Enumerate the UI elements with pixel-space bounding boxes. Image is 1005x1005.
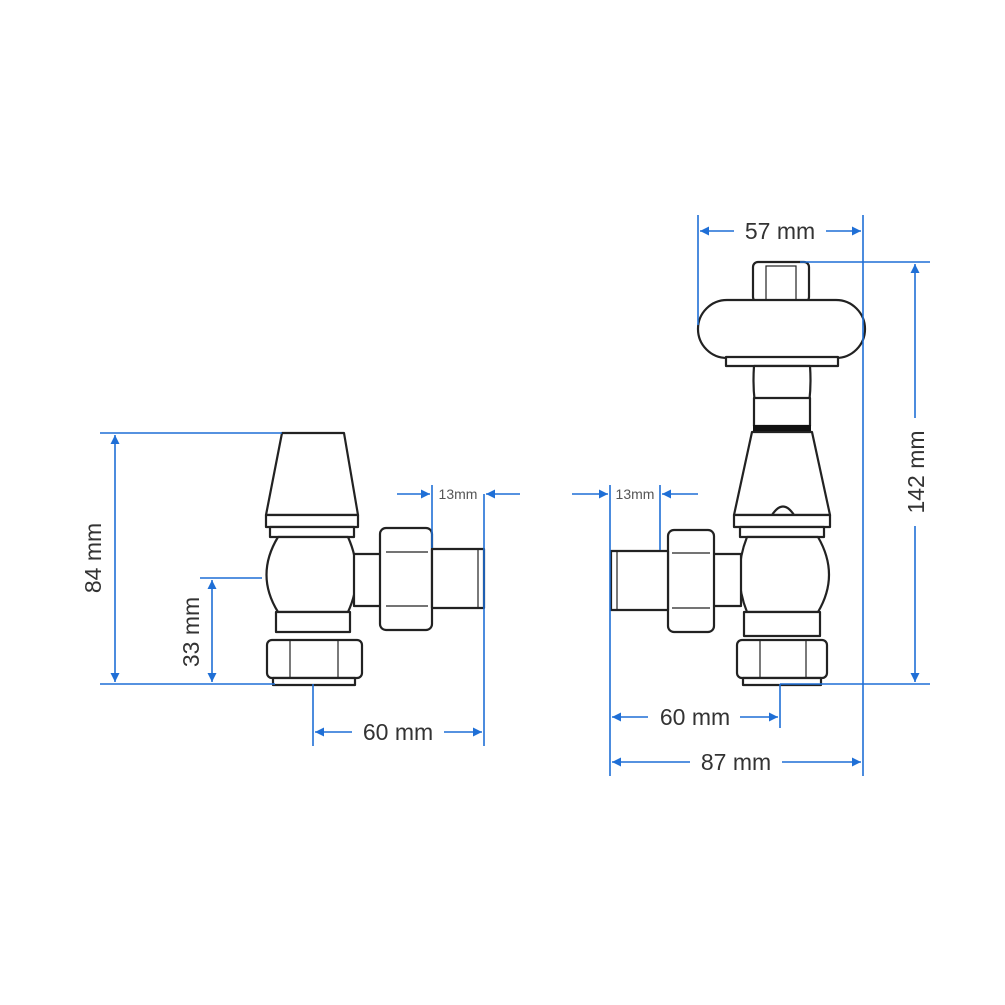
left-tail-label: 13mm <box>439 486 478 502</box>
thermostatic-valve-drawing <box>609 260 867 687</box>
left-pipe-height-label: 33 mm <box>178 597 204 667</box>
extension-lines <box>100 215 930 776</box>
right-tail-label: 13mm <box>616 486 655 502</box>
left-height-label: 84 mm <box>80 523 106 593</box>
right-height-label: 142 mm <box>903 430 929 513</box>
right-width-label: 60 mm <box>660 704 730 730</box>
manual-valve-drawing <box>264 431 486 687</box>
right-total-width-label: 87 mm <box>701 749 771 775</box>
left-width-label: 60 mm <box>363 719 433 745</box>
right-head-width-label: 57 mm <box>745 218 815 244</box>
